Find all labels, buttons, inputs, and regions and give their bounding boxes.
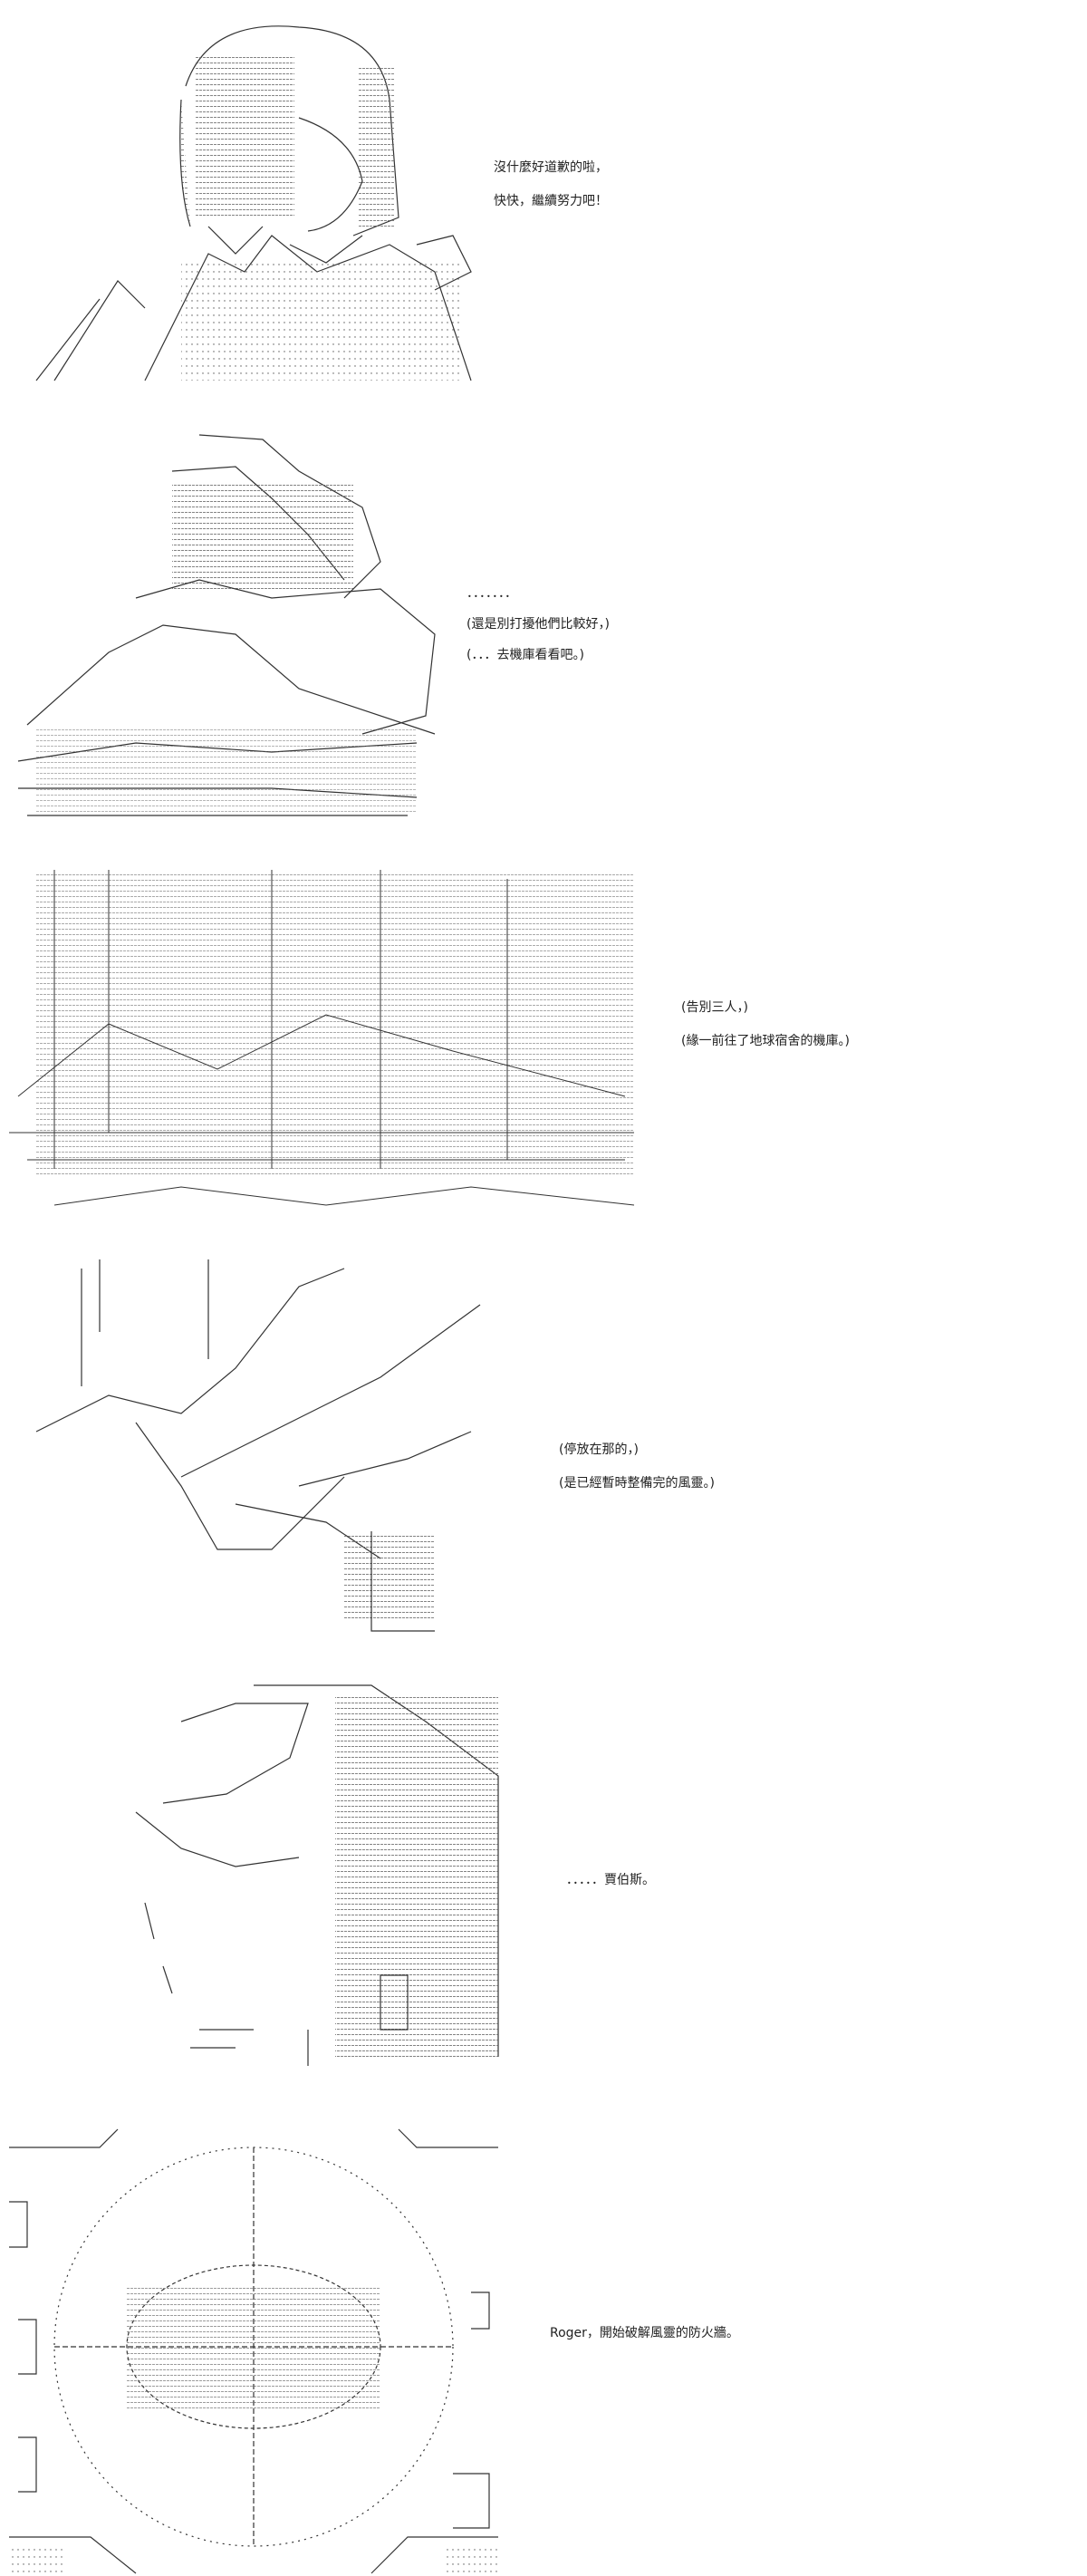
ascii-art-targeting-hud	[9, 2128, 498, 2574]
dialogue-line: 沒什麼好道歉的啦，	[494, 160, 608, 175]
dialogue-line: ．．．．．．．	[467, 586, 517, 601]
ascii-art-figure-crouching	[17, 434, 436, 816]
dialogue-line: Roger，開始破解風靈的防火牆。	[550, 2326, 739, 2340]
panel-4: (停放在那的，) (是已經暫時整備完的風靈。)	[0, 1250, 1087, 1649]
dialogue-line: (緣一前往了地球宿舍的機庫。)	[681, 1034, 850, 1048]
dialogue-line: ．．．．．賈伯斯。	[566, 1873, 655, 1887]
panel-5: ．．．．．賈伯斯。	[0, 1667, 1087, 2093]
ascii-art-hangar-interior	[9, 870, 635, 1206]
panel-6: Roger，開始破解風靈的防火牆。	[0, 2111, 1087, 2576]
dialogue-line: (停放在那的，)	[559, 1442, 639, 1457]
ascii-art-robot-face	[135, 1684, 499, 2066]
panel-1: 沒什麼好道歉的啦， 快快，繼續努力吧！	[0, 0, 1087, 399]
dialogue-line: (是已經暫時整備完的風靈。)	[559, 1476, 715, 1491]
dialogue-line: (還是別打擾他們比較好，)	[467, 617, 610, 632]
panel-2: ．．．．．．． (還是別打擾他們比較好，) (．．．去機庫看看吧。)	[0, 417, 1087, 843]
panel-3: (告別三人，) (緣一前往了地球宿舍的機庫。)	[0, 861, 1087, 1232]
ascii-art-mech-wing	[35, 1259, 481, 1632]
ascii-art-girl-portrait	[35, 25, 472, 381]
dialogue-line: (．．．去機庫看看吧。)	[467, 648, 584, 662]
dialogue-line: 快快，繼續努力吧！	[494, 194, 608, 208]
dialogue-line: (告別三人，)	[681, 1000, 748, 1015]
